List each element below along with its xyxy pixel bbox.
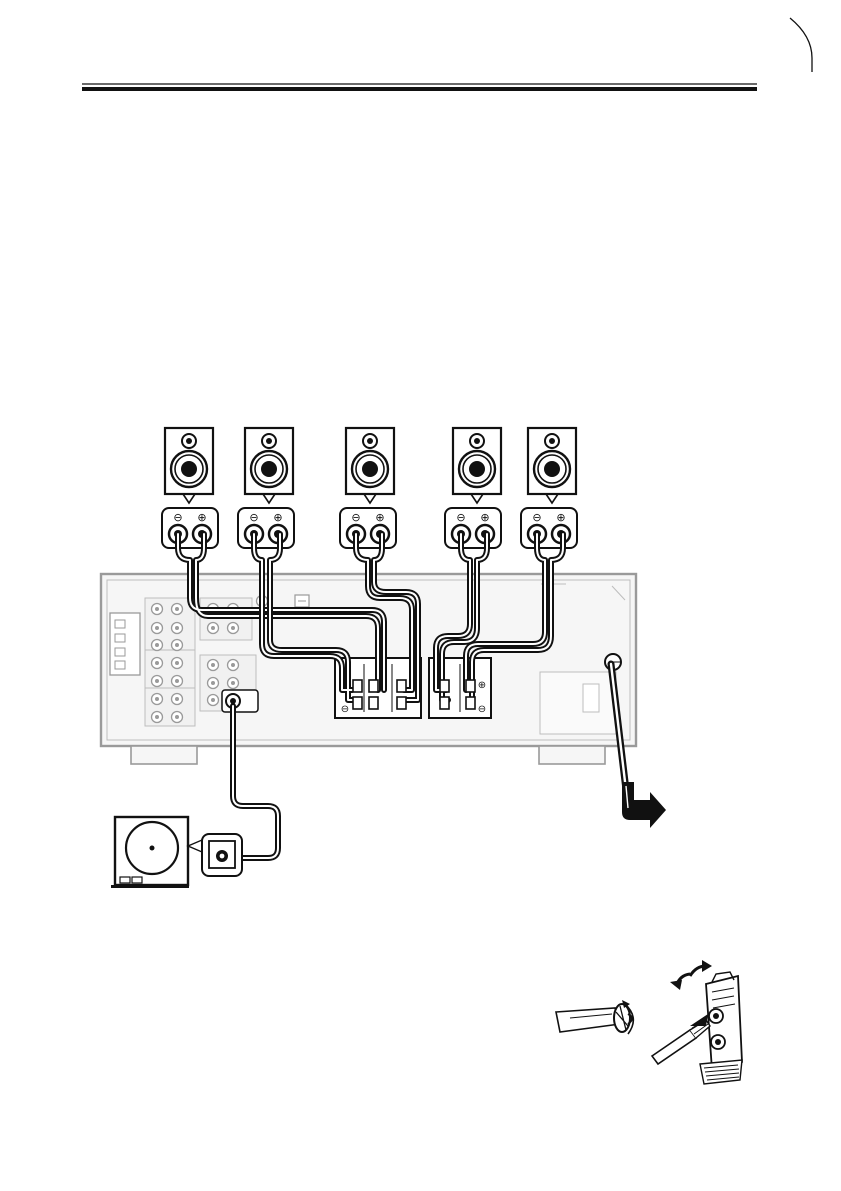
speaker-icon xyxy=(453,428,501,494)
subwoofer xyxy=(111,817,242,888)
subwoofer-icon xyxy=(111,817,189,888)
header-rule xyxy=(82,84,757,89)
svg-text:⊖: ⊖ xyxy=(341,704,349,715)
twisted-wire-icon xyxy=(556,1000,633,1034)
input-jack-panel xyxy=(145,598,195,726)
antenna-terminal xyxy=(110,613,140,675)
speaker-3 xyxy=(340,428,396,548)
subwoofer-preout-jack xyxy=(222,690,258,712)
speaker-5 xyxy=(521,428,577,548)
svg-text:⊖: ⊖ xyxy=(478,704,486,715)
speaker-2 xyxy=(238,428,294,548)
speaker-icon xyxy=(245,428,293,494)
svg-text:⊕: ⊕ xyxy=(478,680,486,691)
speaker-terminal-insert-illustration xyxy=(652,960,742,1084)
speaker-1 xyxy=(162,428,218,548)
arrow-right-icon xyxy=(622,782,666,828)
speaker-row xyxy=(162,428,577,548)
page-corner-mark xyxy=(790,18,812,72)
receiver-rear-panel: ⊕ ⊖ ⊕ ⊖ xyxy=(101,574,636,764)
speaker-icon xyxy=(346,428,394,494)
speaker-icon xyxy=(165,428,213,494)
speaker-4 xyxy=(445,428,501,548)
ac-label-area xyxy=(540,672,616,734)
subwoofer-input-jack xyxy=(202,834,242,876)
wire-twist-illustration xyxy=(556,1000,633,1034)
speaker-icon xyxy=(528,428,576,494)
